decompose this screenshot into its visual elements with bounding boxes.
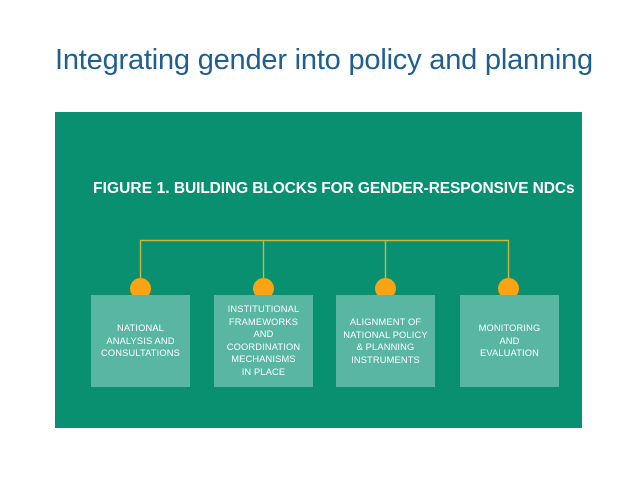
block-line: FRAMEWORKS AND (228, 316, 299, 340)
block-line: AND (499, 335, 520, 346)
block-line: NATIONAL (116, 323, 164, 334)
page-title: Integrating gender into policy and plann… (55, 44, 593, 76)
block-line: MECHANISMS (231, 354, 296, 365)
block-line: ANALYSIS AND (106, 335, 175, 346)
figure-caption-text: BUILDING BLOCKS FOR GENDER-RESPONSIVE ND… (173, 180, 575, 197)
building-block-institutional-frameworks[interactable]: INSTITUTIONAL FRAMEWORKS AND COORDINATIO… (214, 295, 313, 387)
node-dot-4 (498, 278, 519, 299)
building-block-alignment-of-national-policy[interactable]: ALIGNMENT OF NATIONAL POLICY & PLANNING … (336, 295, 435, 387)
building-block-label: MONITORING AND EVALUATION (464, 322, 555, 360)
figure-number-label: FIGURE 1. (93, 180, 170, 197)
building-block-monitoring-and-evaluation[interactable]: MONITORING AND EVALUATION (460, 295, 559, 387)
node-dot-2 (253, 278, 274, 299)
block-line: INSTITUTIONAL (227, 304, 300, 315)
building-block-label: INSTITUTIONAL FRAMEWORKS AND COORDINATIO… (218, 303, 309, 379)
building-block-national-analysis-and-consultations[interactable]: NATIONAL ANALYSIS AND CONSULTATIONS (91, 295, 190, 387)
figure-heading: FIGURE 1. BUILDING BLOCKS FOR GENDER-RES… (93, 180, 575, 198)
block-line: NATIONAL POLICY (343, 329, 428, 340)
figure-panel: FIGURE 1. BUILDING BLOCKS FOR GENDER-RES… (55, 112, 582, 428)
block-line: CONSULTATIONS (101, 348, 180, 359)
building-block-label: ALIGNMENT OF NATIONAL POLICY & PLANNING … (340, 316, 431, 366)
block-line: MONITORING (478, 323, 541, 334)
block-line: INSTRUMENTS (351, 354, 420, 365)
block-line: COORDINATION (226, 342, 301, 352)
figure-caption-label: BUILDING BLOCKS FOR GENDER-RESPONSIVE ND… (170, 180, 575, 197)
block-line: IN PLACE (241, 367, 286, 378)
node-dot-1 (130, 278, 151, 299)
block-line: EVALUATION (479, 348, 539, 359)
building-blocks-row: NATIONAL ANALYSIS AND CONSULTATIONS INST… (55, 112, 582, 428)
block-line: ALIGNMENT OF (349, 316, 422, 327)
block-line: & PLANNING (356, 342, 415, 352)
node-dot-3 (375, 278, 396, 299)
building-block-label: NATIONAL ANALYSIS AND CONSULTATIONS (95, 322, 186, 360)
